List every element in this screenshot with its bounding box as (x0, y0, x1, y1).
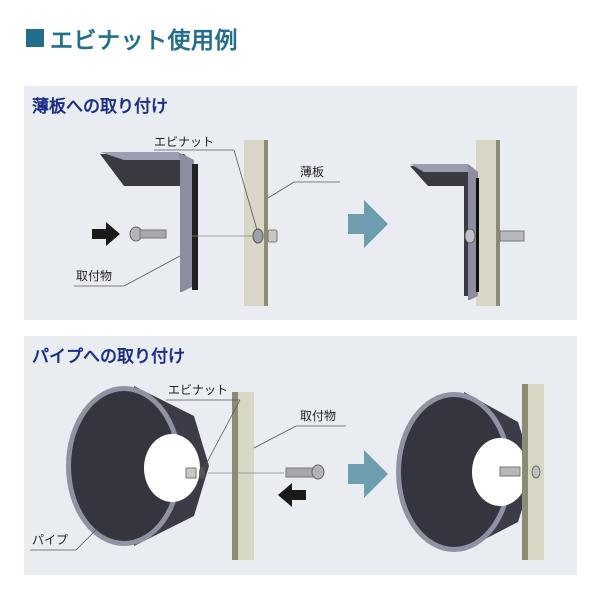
page-title-text: エビナット使用例 (50, 28, 238, 54)
flow-arrow-icon (348, 200, 388, 248)
label-rivet-nut: エビナット (168, 383, 228, 397)
thin-sheet-diagram: エビナット 薄板 取付物 (74, 135, 525, 306)
push-arrow-icon (92, 222, 120, 246)
assembled-thin-sheet-icon (410, 140, 525, 306)
title-square-icon (26, 29, 44, 47)
label-pipe: パイプ (32, 533, 68, 547)
bracket-icon (100, 152, 198, 292)
rivet-nut-icon (185, 467, 197, 479)
pipe-diagram: エビナット 取付物 パイプ (30, 383, 544, 560)
flow-arrow-icon (348, 450, 388, 498)
screw-icon (129, 226, 167, 242)
panel-thin-sheet: 薄板への取り付け エビナット 薄板 取付物 (24, 86, 577, 320)
panel-pipe: パイプへの取り付け エビナット 取付物 パイプ (24, 336, 577, 575)
assembled-pipe-icon (396, 384, 544, 560)
section-title-thin-sheet: 薄板への取り付け (32, 97, 168, 117)
pipe-icon (66, 386, 209, 546)
screw-icon (285, 464, 325, 480)
label-rivet-nut: エビナット (154, 135, 214, 149)
page-title: エビナット使用例 (26, 20, 238, 56)
label-part: 取付物 (76, 269, 112, 283)
label-thin-sheet: 薄板 (300, 164, 324, 179)
thin-sheet-plate-icon (244, 140, 268, 306)
section-title-pipe: パイプへの取り付け (32, 347, 185, 367)
part-plate-icon (232, 392, 254, 560)
label-part: 取付物 (300, 409, 336, 423)
rivet-nut-icon (252, 228, 264, 244)
push-arrow-icon (278, 483, 306, 507)
